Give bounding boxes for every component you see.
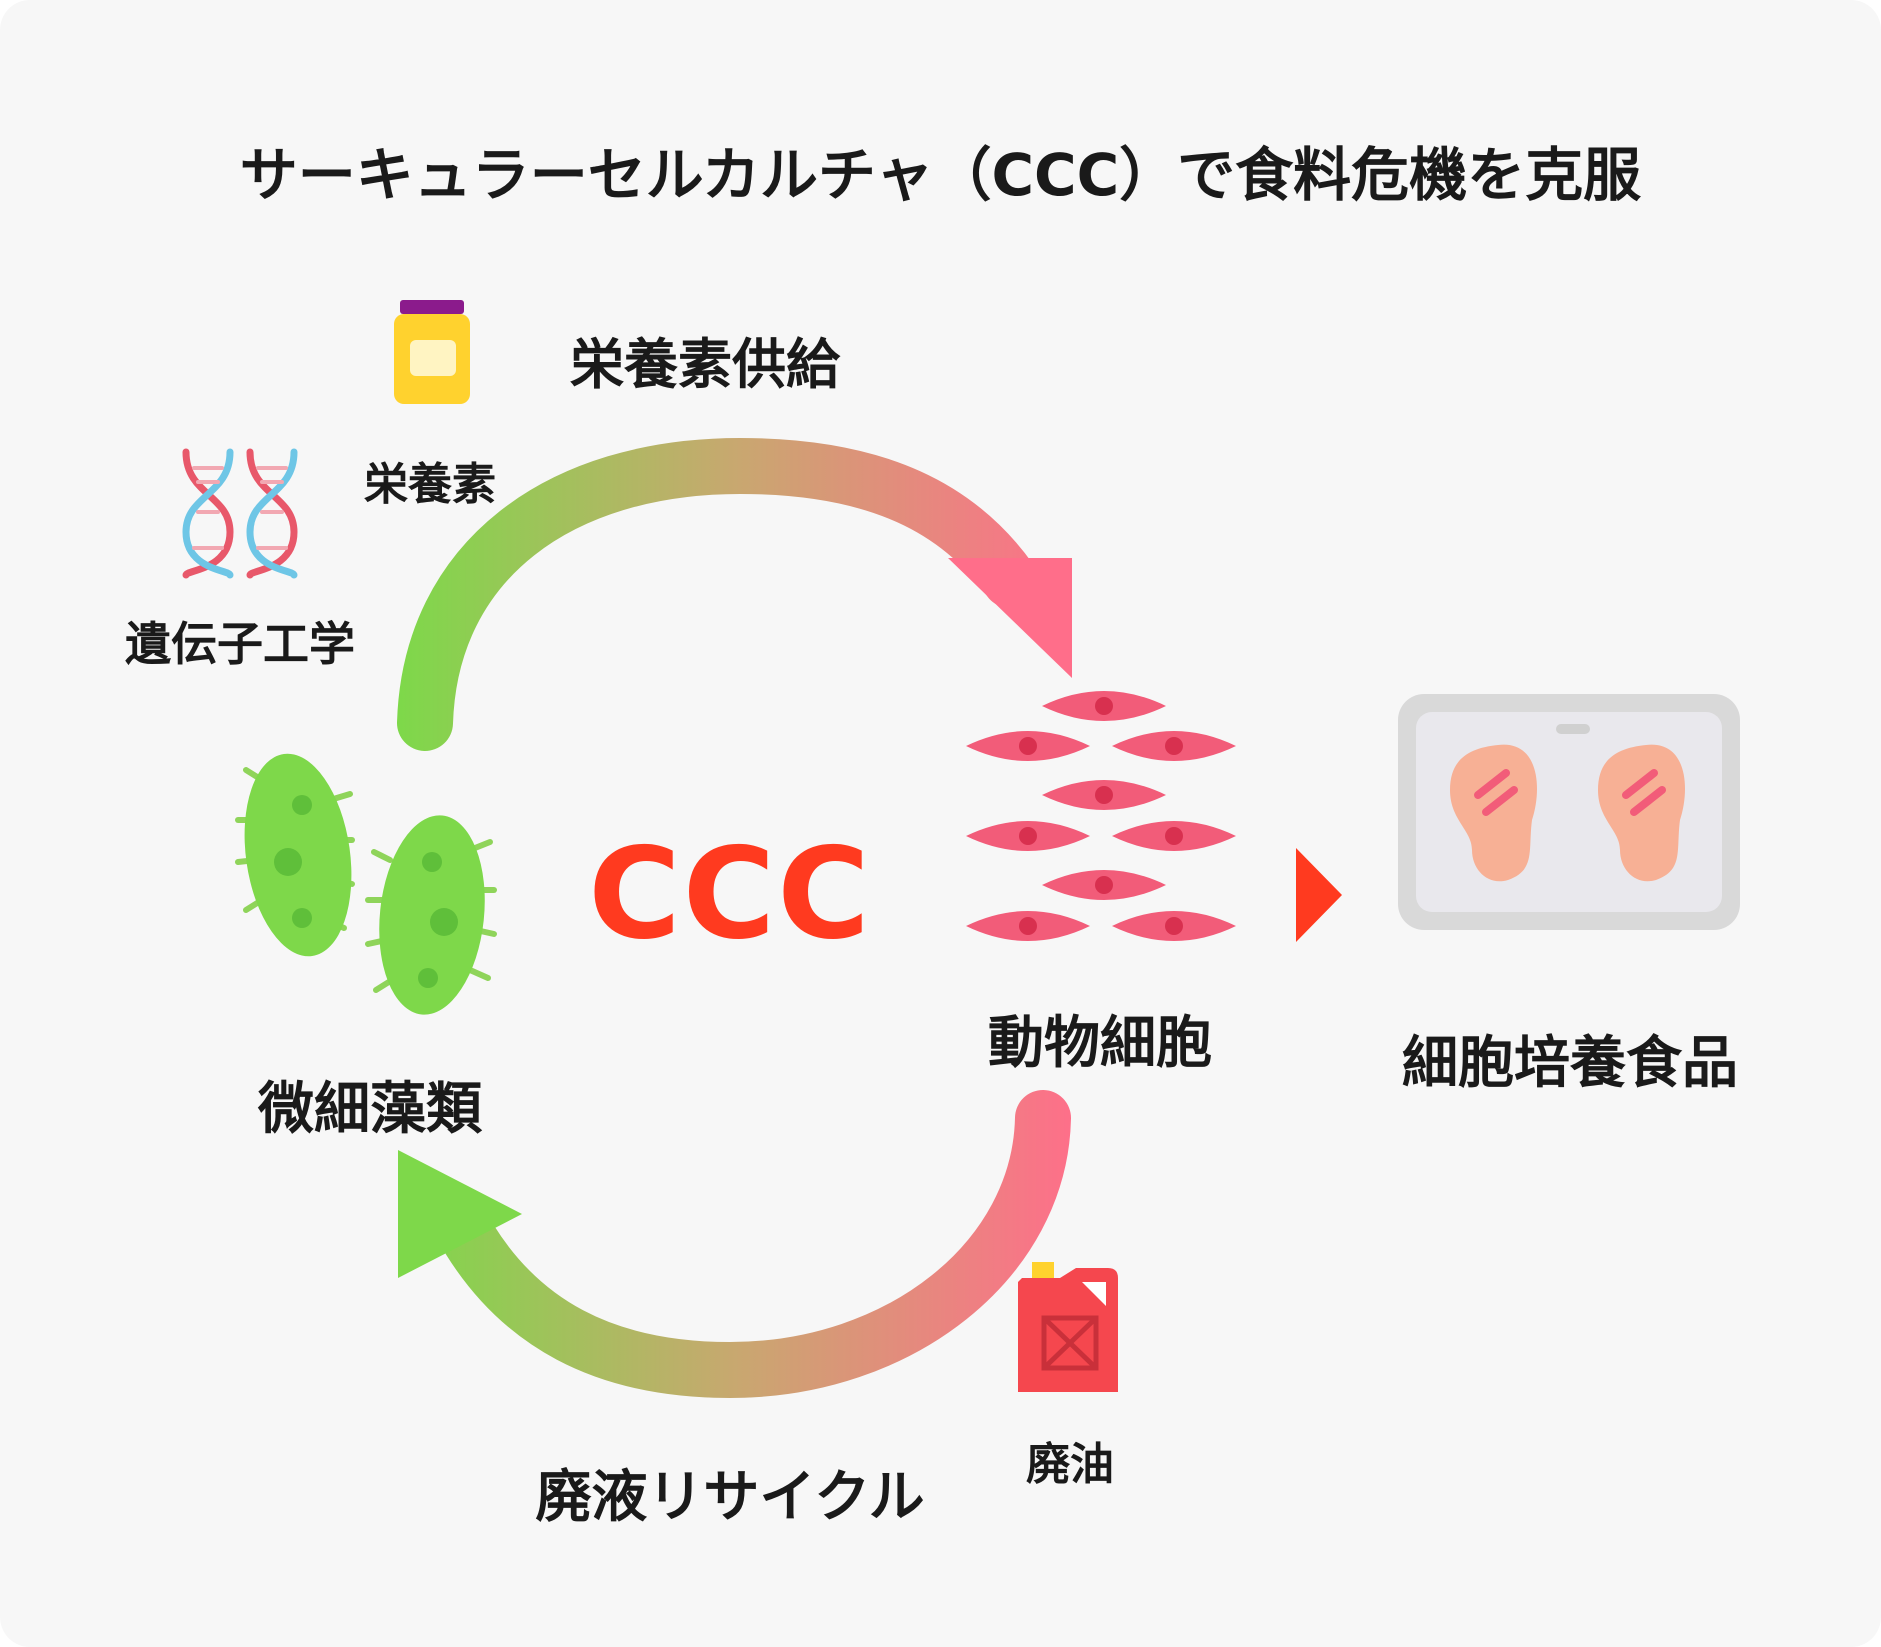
nutrient-label: 栄養素: [364, 459, 496, 510]
arrowhead-top: [948, 558, 1072, 678]
arrowhead-bottom: [398, 1150, 522, 1278]
page-title: サーキュラーセルカルチャ（CCC）で食料危機を克服: [239, 141, 1642, 209]
nutrient-supply-label: 栄養素供給: [570, 333, 840, 396]
animal-cells-icon: [966, 691, 1236, 941]
animal-cells-label: 動物細胞: [988, 1011, 1212, 1076]
nutrient-jar-icon: [394, 300, 470, 404]
genetic-engineering-label: 遺伝子工学: [125, 617, 355, 671]
nutrient-supply-arrow: [397, 437, 1072, 751]
waste-recycle-label: 廃液リサイクル: [535, 1465, 925, 1530]
ccc-center-label: CCC: [588, 820, 872, 967]
output-arrow: [1296, 848, 1342, 942]
microalgae-label: 微細藻類: [258, 1077, 482, 1142]
meat-tray-icon: [1398, 694, 1740, 930]
oil-canister-icon: [1018, 1262, 1118, 1392]
cultured-food-label: 細胞培養食品: [1402, 1031, 1738, 1096]
dna-icon: [182, 448, 298, 579]
waste-oil-label: 廃油: [1026, 1439, 1114, 1490]
microalgae-icon: [235, 753, 497, 1015]
waste-recycle-arrow: [398, 1090, 1071, 1399]
